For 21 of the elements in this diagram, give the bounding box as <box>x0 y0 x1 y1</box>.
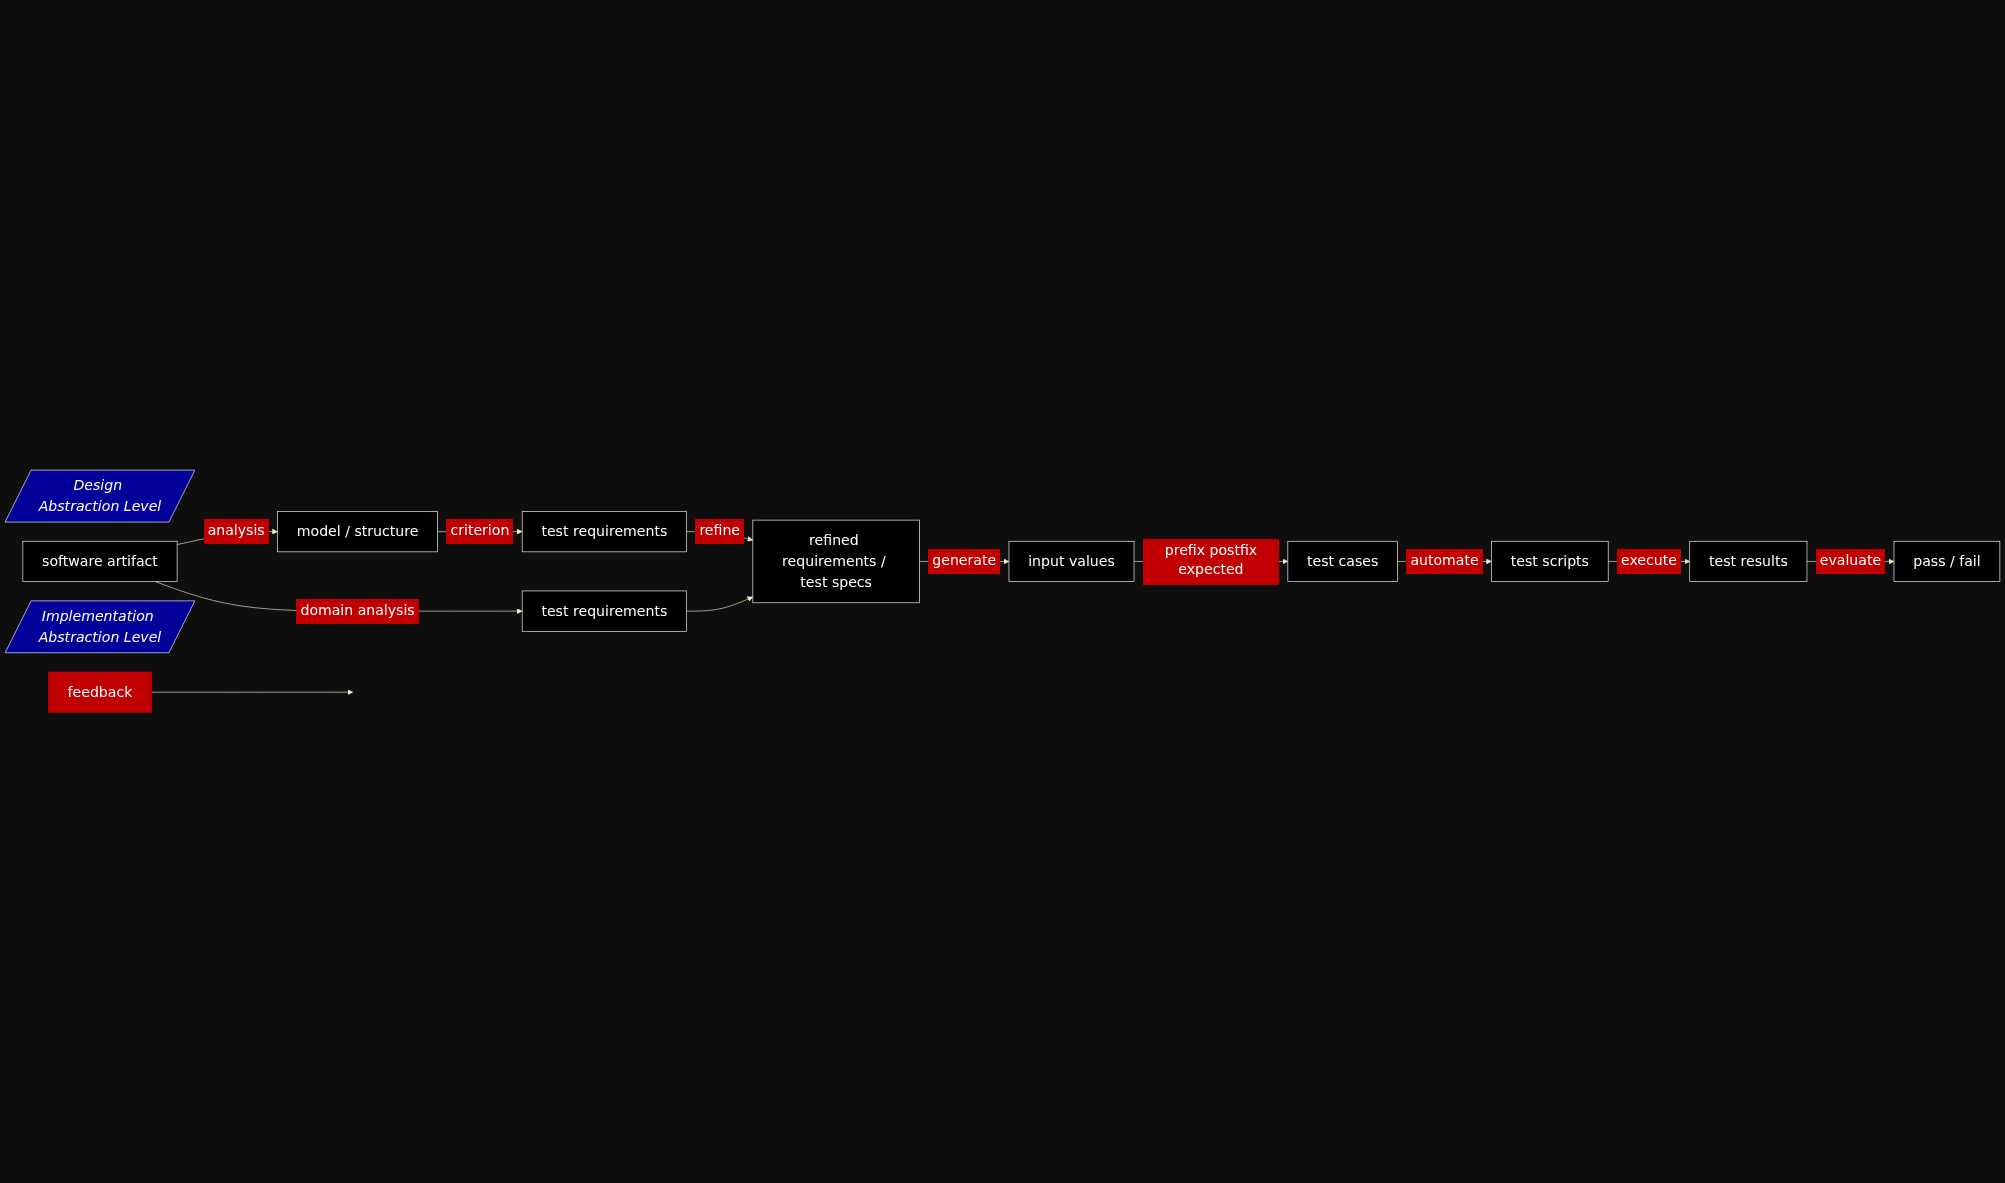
edge-label: evaluate <box>1815 549 1886 575</box>
level-parallelogram: Design Abstraction Level <box>4 470 196 523</box>
process-box: test requirements <box>521 590 687 632</box>
process-box: input values <box>1008 541 1135 583</box>
level-parallelogram: Implementation Abstraction Level <box>4 600 196 654</box>
edge-label: analysis <box>203 519 269 545</box>
edge-label: domain analysis <box>296 598 419 624</box>
edge-label: execute <box>1617 549 1681 575</box>
process-box: pass / fail <box>1893 541 2001 583</box>
process-box: test results <box>1689 541 1808 583</box>
edge-label: criterion <box>446 519 514 545</box>
process-box: test requirements <box>521 511 687 553</box>
edge-label: automate <box>1406 549 1483 575</box>
process-box: refined requirements / test specs <box>752 520 920 604</box>
edge-label: generate <box>928 549 1001 575</box>
tag-box: feedback <box>48 671 152 713</box>
process-box: model / structure <box>277 511 438 553</box>
process-box: software artifact <box>22 541 178 583</box>
edge-label: refine <box>695 519 744 545</box>
process-box: test cases <box>1287 541 1398 583</box>
process-box: test scripts <box>1491 541 1609 583</box>
